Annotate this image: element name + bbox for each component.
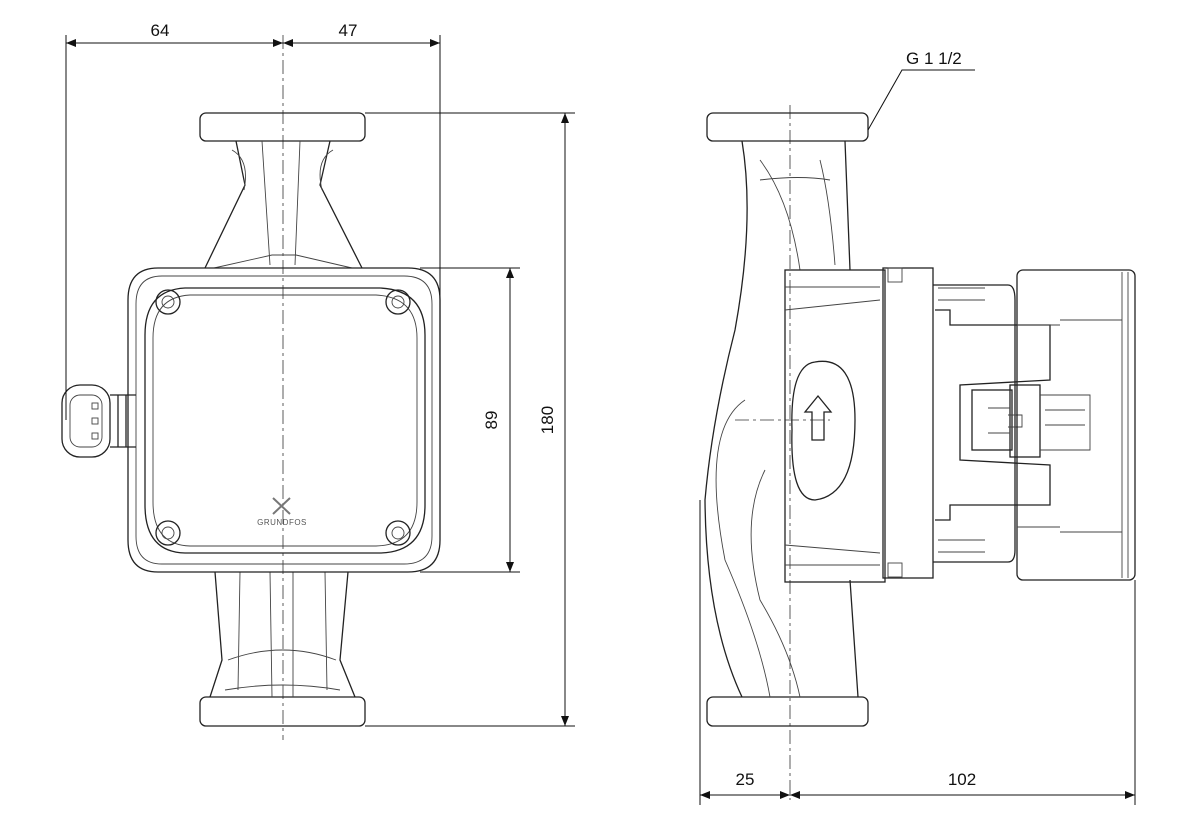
front-dimensions: 64 47 89 180 <box>65 21 575 727</box>
side-dimensions: G 1 1/2 25 102 <box>699 49 1136 805</box>
dim-180-label: 180 <box>538 406 557 434</box>
bolt-icons <box>155 289 411 546</box>
pump-body <box>127 267 441 573</box>
housing-block <box>784 269 886 583</box>
dim-47-label: 47 <box>339 21 358 40</box>
flow-arrow-icon <box>803 394 833 441</box>
flow-direction-plate <box>791 360 856 501</box>
side-view <box>704 105 1136 800</box>
dim-102-label: 102 <box>948 770 976 789</box>
front-view: GRUNDFOS <box>61 35 441 740</box>
bottom-flange-side <box>706 696 869 727</box>
dim-89-label: 89 <box>482 411 501 430</box>
motor-assembly <box>882 267 1136 581</box>
top-flange <box>199 112 366 142</box>
control-panel-face <box>144 287 426 554</box>
electrical-connector <box>61 384 136 458</box>
thread-leader-line <box>867 69 975 131</box>
dim-25-label: 25 <box>736 770 755 789</box>
svg-text:GRUNDFOS: GRUNDFOS <box>257 518 307 527</box>
bottom-flange <box>199 696 366 727</box>
dim-64-label: 64 <box>151 21 170 40</box>
grundfos-logo: GRUNDFOS <box>257 497 307 527</box>
thread-size-label: G 1 1/2 <box>906 49 962 68</box>
top-flange-side <box>706 112 869 142</box>
